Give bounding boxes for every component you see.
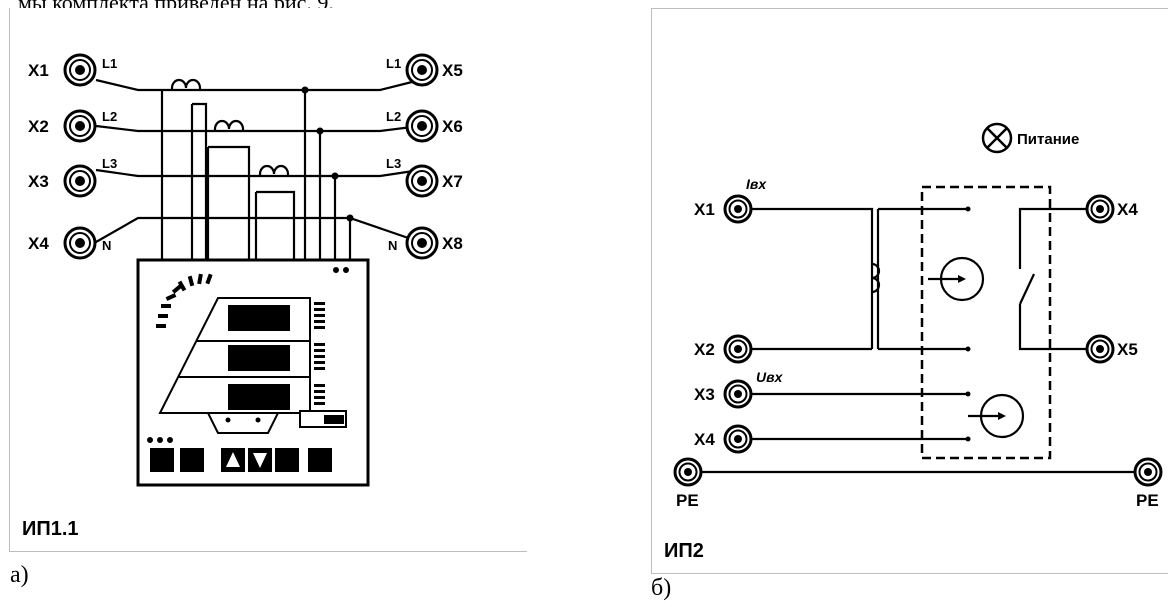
button-1-icon (150, 448, 174, 472)
terminal-x6-label: X6 (442, 117, 463, 136)
terminal-x1-icon (723, 194, 753, 224)
device-body (136, 258, 370, 487)
wiring-diagram-ip2: Питание X1 (664, 122, 1163, 562)
button-5-icon (275, 448, 299, 472)
terminal-x8-icon (405, 226, 439, 260)
terminal-x4-label: X4 (28, 234, 49, 253)
panel-a-diagram: X1 X2 X3 X4 X5 X6 X7 X8 L1 L2 L3 N L1 L2… (9, 8, 527, 552)
terminal-x4-icon (63, 226, 97, 260)
terminal-x2-label: X2 (694, 340, 715, 359)
terminal-x2-icon (723, 334, 753, 364)
phase-l2-right: L2 (386, 109, 401, 124)
terminal-x5-label: X5 (442, 61, 463, 80)
phase-n-left: N (102, 238, 111, 253)
terminal-x6-icon (405, 109, 439, 143)
bargraph-icon (156, 273, 213, 328)
terminal-x2-icon (63, 109, 97, 143)
terminal-x5-icon (405, 53, 439, 87)
caption-a: а) (10, 562, 29, 588)
panel-b-diagram: Питание X1 (651, 8, 1168, 574)
terminal-x1-label: X1 (694, 200, 715, 219)
terminal-x5r-label: X5 (1117, 340, 1138, 359)
wiring-diagram-ip1: X1 X2 X3 X4 X5 X6 X7 X8 L1 L2 L3 N L1 L2… (22, 53, 463, 540)
device-label-ip2: ИП2 (664, 540, 704, 562)
current-input-label: Iвх (746, 176, 767, 192)
terminal-x4-label: X4 (694, 430, 715, 449)
phase-l3-right: L3 (386, 156, 401, 171)
terminal-pe-left-icon (673, 457, 703, 487)
device-dashed-box (920, 185, 1052, 460)
phase-l2-left: L2 (102, 109, 117, 124)
pe-left-label: PE (676, 491, 699, 510)
pe-right-label: PE (1136, 491, 1159, 510)
terminal-x3-label: X3 (28, 172, 49, 191)
terminal-x8-label: X8 (442, 234, 463, 253)
phase-n-right: N (388, 238, 397, 253)
terminal-x4r-icon (1085, 194, 1115, 224)
terminal-x5r-icon (1085, 334, 1115, 364)
power-label: Питание (1017, 131, 1079, 148)
terminal-pe-right-icon (1133, 457, 1163, 487)
phase-l3-left: L3 (102, 156, 117, 171)
phase-l1-right: L1 (386, 56, 401, 71)
button-2-icon (180, 448, 204, 472)
button-6-icon (308, 448, 332, 472)
terminal-x4r-label: X4 (1117, 200, 1138, 219)
caption-b: б) (651, 575, 672, 601)
terminal-x1-label: X1 (28, 61, 49, 80)
phase-l1-left: L1 (102, 56, 117, 71)
terminal-x2-label: X2 (28, 117, 49, 136)
terminal-x3-icon (63, 164, 97, 198)
terminal-x7-label: X7 (442, 172, 463, 191)
voltage-input-label: Uвх (756, 369, 784, 385)
terminal-x1-icon (63, 53, 97, 87)
terminal-x7-icon (405, 164, 439, 198)
device-label-ip1: ИП1.1 (22, 518, 79, 540)
terminal-x3-icon (723, 379, 753, 409)
terminal-x3-label: X3 (694, 385, 715, 404)
power-lamp-icon (981, 122, 1013, 154)
terminal-x4-icon (723, 424, 753, 454)
